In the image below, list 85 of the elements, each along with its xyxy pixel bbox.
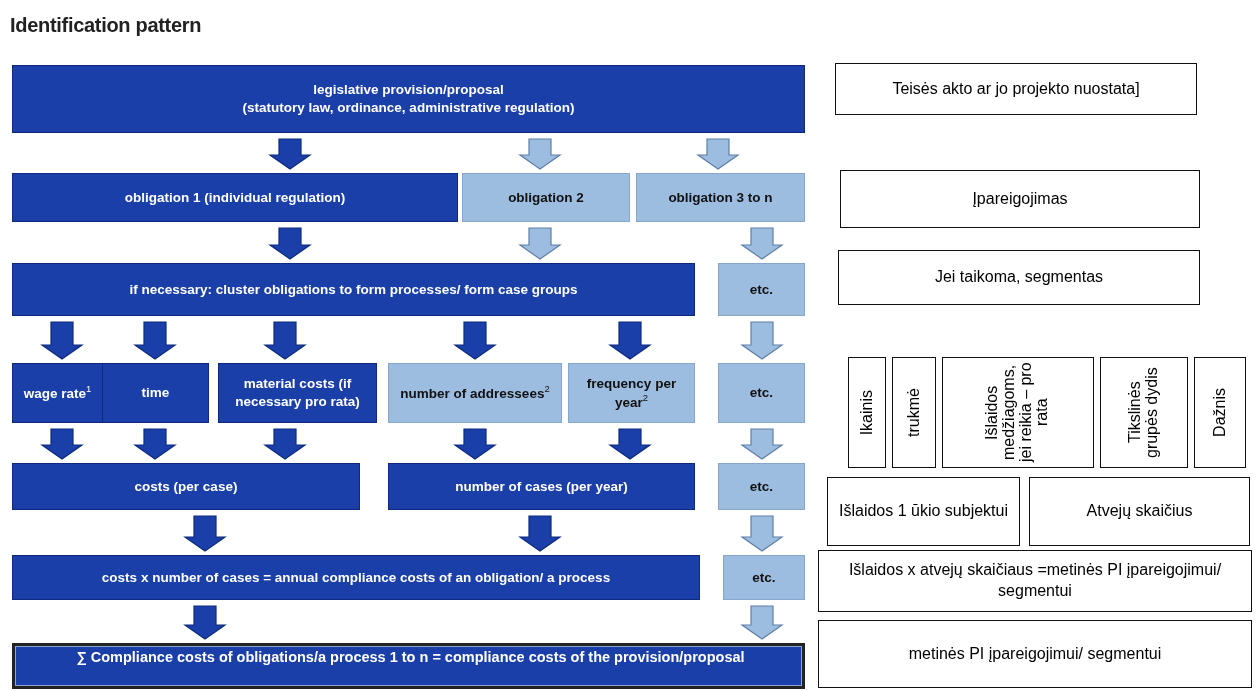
text-box	[1100, 357, 1188, 468]
text-box	[838, 250, 1200, 305]
text-box	[818, 620, 1252, 688]
process-box	[12, 263, 695, 316]
box-label: Atvejų skaičius	[1086, 501, 1193, 522]
process-box	[636, 173, 805, 222]
block-arrow	[453, 321, 497, 360]
block-arrow	[608, 321, 652, 360]
block-arrow	[740, 605, 784, 640]
box-label: etc.	[749, 280, 774, 299]
process-box	[388, 463, 695, 510]
block-arrow	[518, 515, 562, 552]
result-box	[12, 643, 805, 689]
box-label: Išlaidos x atvejų skaičiaus =metinės PI įpareigojimui/ segmentui	[847, 560, 1223, 601]
box-label: Teisės akto ar jo projekto nuostata]	[892, 78, 1140, 99]
box-label: obligation 2	[508, 188, 584, 207]
block-arrow	[453, 428, 497, 460]
box-label: if necessary: cluster obligations to form processes/ form case groups	[129, 280, 578, 299]
process-box	[12, 555, 700, 600]
box-label: metinės PI įpareigojimui/ segmentui	[908, 643, 1162, 664]
box-label: etc.	[749, 477, 774, 496]
block-arrow	[608, 428, 652, 460]
process-box	[12, 65, 805, 133]
box-label: Tikslinės grupės dydis	[1127, 366, 1161, 460]
block-arrow	[263, 428, 307, 460]
box-label: number of cases (per year)	[455, 477, 628, 496]
text-box	[942, 357, 1094, 468]
box-label: number of addressees$^{2}$	[400, 383, 550, 403]
block-arrow	[183, 515, 227, 552]
block-arrow	[40, 321, 84, 360]
box-label: ∑ Compliance costs of obligations/a process 1 to n = compliance costs of the provision/proposal	[76, 648, 745, 667]
box-label: Dažnis	[1211, 388, 1229, 437]
process-box	[462, 173, 630, 222]
block-arrow	[696, 138, 740, 170]
process-box	[218, 363, 377, 423]
box-label: Išlaidos medžiagoms, jei reikia – pro rata	[984, 361, 1052, 465]
box-label: Išlaidos 1 ūkio subjektui	[839, 501, 1008, 522]
box-label: Ikainis	[858, 389, 876, 436]
box-label: frequency per year$^{2}$	[585, 374, 678, 412]
text-box	[827, 477, 1020, 546]
box-label: (statutory law, ordinance, administrative regulation)	[242, 99, 575, 117]
block-arrow	[268, 138, 312, 170]
box-label: Jei taikoma, segmentas	[934, 267, 1104, 288]
box-label: material costs (if necessary pro rata)	[234, 375, 361, 411]
box-label: costs x number of cases = annual compliance costs of an obligation/ a process	[101, 568, 611, 587]
box-label: obligation 1 (individual regulation)	[124, 188, 346, 207]
block-arrow	[40, 428, 84, 460]
text-box	[818, 550, 1252, 612]
text-box	[835, 63, 1197, 115]
block-arrow	[268, 227, 312, 260]
box-label: wage rate$^{1}$	[23, 383, 92, 403]
process-box	[12, 463, 360, 510]
box-label: etc.	[749, 384, 774, 402]
box-label: costs (per case)	[134, 477, 238, 496]
text-box	[1029, 477, 1250, 546]
block-arrow	[740, 428, 784, 460]
block-arrow	[518, 227, 562, 260]
box-label: legislative provision/proposal	[313, 81, 504, 99]
process-box	[12, 363, 103, 423]
box-label: Įpareigojimas	[972, 188, 1068, 209]
text-box	[1194, 357, 1246, 468]
block-arrow	[263, 321, 307, 360]
process-box	[718, 363, 805, 423]
process-box	[718, 263, 805, 316]
process-box	[723, 555, 805, 600]
text-box	[840, 170, 1200, 228]
process-box	[102, 363, 209, 423]
diagram-title: Identification pattern	[10, 14, 202, 37]
process-box	[12, 173, 458, 222]
block-arrow	[518, 138, 562, 170]
block-arrow	[133, 321, 177, 360]
process-box	[718, 463, 805, 510]
block-arrow	[740, 227, 784, 260]
process-box	[568, 363, 695, 423]
block-arrow	[183, 605, 227, 640]
block-arrow	[740, 515, 784, 552]
box-label: trukmė	[905, 388, 923, 437]
block-arrow	[740, 321, 784, 360]
text-box	[892, 357, 936, 468]
box-label: etc.	[752, 568, 776, 587]
process-box	[388, 363, 562, 423]
block-arrow	[133, 428, 177, 460]
box-label: time	[141, 384, 170, 402]
box-label: obligation 3 to n	[668, 188, 773, 207]
text-box	[848, 357, 886, 468]
